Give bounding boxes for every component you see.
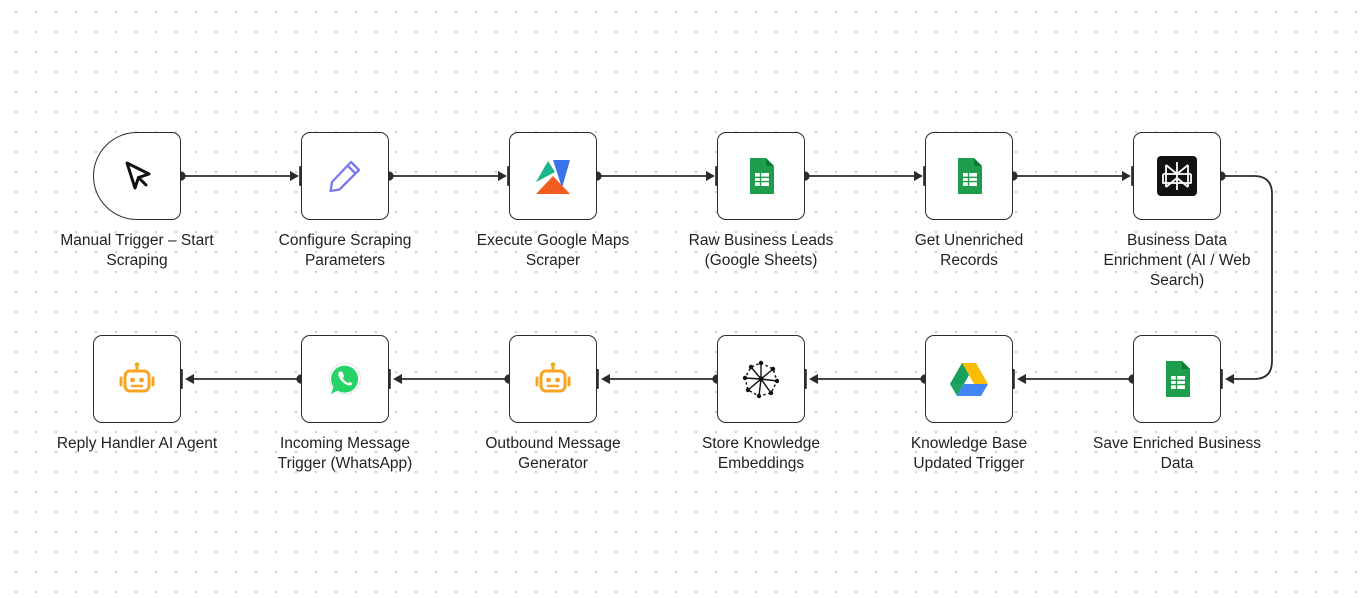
pencil-icon bbox=[323, 154, 367, 198]
arrow-head bbox=[393, 374, 402, 384]
workflow-node[interactable] bbox=[717, 132, 805, 220]
arrow-head bbox=[498, 171, 507, 181]
workflow-node[interactable] bbox=[717, 335, 805, 423]
workflow-node[interactable] bbox=[509, 335, 597, 423]
google-drive-icon bbox=[947, 357, 991, 401]
workflow-node[interactable] bbox=[93, 132, 181, 220]
node-label: Knowledge Base Updated Trigger bbox=[910, 435, 1028, 472]
workflow-node[interactable] bbox=[301, 335, 389, 423]
node-label: Save Enriched Business Data bbox=[1092, 435, 1261, 472]
ai-agent-icon bbox=[531, 357, 575, 401]
google-sheets-icon bbox=[739, 154, 783, 198]
arrow-head bbox=[290, 171, 299, 181]
arrow-head bbox=[601, 374, 610, 384]
node-label: Manual Trigger – Start Scraping bbox=[60, 232, 214, 269]
workflow-node[interactable] bbox=[1133, 132, 1221, 220]
arrow-head bbox=[1017, 374, 1026, 384]
node-label: Get Unenriched Records bbox=[914, 232, 1024, 269]
vector-store-icon bbox=[739, 357, 783, 401]
perplexity-icon bbox=[1155, 154, 1199, 198]
workflow-node[interactable] bbox=[509, 132, 597, 220]
ai-agent-icon bbox=[115, 357, 159, 401]
arrow-head bbox=[185, 374, 194, 384]
workflow-node[interactable] bbox=[1133, 335, 1221, 423]
cursor-icon bbox=[115, 154, 159, 198]
connection-line bbox=[1221, 175, 1273, 380]
node-label: Business Data Enrichment (AI / Web Searc… bbox=[1103, 232, 1251, 289]
workflow-node[interactable] bbox=[93, 335, 181, 423]
apify-icon bbox=[531, 154, 575, 198]
workflow-node[interactable] bbox=[301, 132, 389, 220]
node-label: Configure Scraping Parameters bbox=[278, 232, 412, 269]
node-label: Execute Google Maps Scraper bbox=[476, 232, 630, 269]
arrow-head bbox=[809, 374, 818, 384]
node-label: Reply Handler AI Agent bbox=[56, 435, 218, 452]
arrow-head bbox=[706, 171, 715, 181]
node-label: Store Knowledge Embeddings bbox=[701, 435, 821, 472]
workflow-node[interactable] bbox=[925, 335, 1013, 423]
whatsapp-icon bbox=[323, 357, 367, 401]
workflow-node[interactable] bbox=[925, 132, 1013, 220]
arrow-head bbox=[1225, 374, 1234, 384]
google-sheets-icon bbox=[947, 154, 991, 198]
node-label: Outbound Message Generator bbox=[485, 435, 621, 472]
node-label: Raw Business Leads (Google Sheets) bbox=[688, 232, 834, 269]
arrow-head bbox=[1122, 171, 1131, 181]
google-sheets-icon bbox=[1155, 357, 1199, 401]
arrow-head bbox=[914, 171, 923, 181]
node-label: Incoming Message Trigger (WhatsApp) bbox=[277, 435, 413, 472]
